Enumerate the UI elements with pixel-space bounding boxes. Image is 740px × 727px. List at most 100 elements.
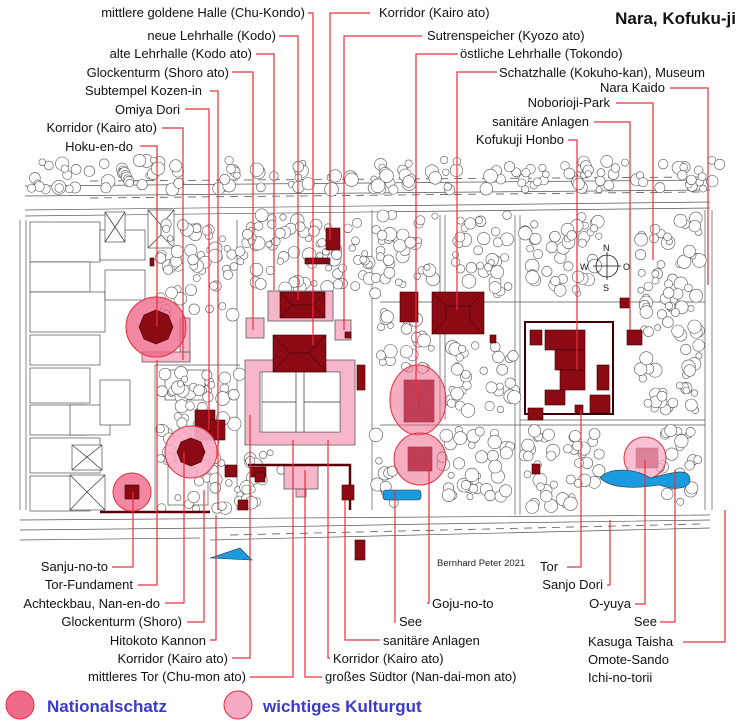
tree-canopy	[184, 284, 197, 296]
tree-canopy	[265, 240, 273, 248]
tree-canopy	[634, 362, 648, 376]
tree-canopy	[643, 326, 654, 338]
leader-lines	[112, 12, 726, 678]
tree-canopy	[475, 450, 488, 464]
label-hitokoto-kannon: Hitokoto Kannon	[110, 633, 206, 648]
compass-east: O	[623, 262, 630, 272]
tree-canopy	[651, 276, 660, 285]
tree-canopy	[504, 377, 516, 389]
tree-canopy	[176, 380, 184, 388]
tree-canopy	[449, 163, 463, 177]
tree-canopy	[400, 323, 413, 335]
tree-canopy	[274, 227, 286, 239]
tree-canopy	[685, 426, 696, 437]
tree-canopy	[637, 286, 645, 294]
label-korridor-sw: Korridor (Kairo ato)	[117, 651, 228, 666]
tree-canopy	[218, 371, 232, 385]
tree-canopy	[511, 167, 522, 178]
tree-canopy	[368, 427, 384, 443]
label-kyozo-ato: Sutrenspeicher (Kyozo ato)	[427, 28, 585, 43]
tree-canopy	[699, 184, 707, 193]
tree-canopy	[461, 274, 477, 289]
label-kodo-ato: alte Lehrhalle (Kodo ato)	[110, 46, 252, 61]
tree-canopy	[638, 177, 648, 187]
tree-canopy	[328, 169, 342, 183]
tree-canopy	[490, 341, 501, 353]
tree-canopy	[525, 270, 540, 285]
tree-canopy	[492, 237, 503, 248]
tree-canopy	[665, 447, 679, 461]
tree-canopy	[352, 217, 362, 228]
tree-canopy	[187, 490, 200, 504]
tree-canopy	[217, 501, 227, 511]
tree-canopy	[259, 450, 268, 459]
tree-canopy	[287, 246, 301, 259]
tree-canopy	[423, 264, 431, 271]
label-see-east: See	[634, 614, 657, 629]
tree-canopy	[156, 454, 165, 463]
tree-canopy	[451, 363, 464, 376]
tree-canopy	[693, 455, 703, 465]
tree-canopy	[417, 333, 431, 348]
tree-canopy	[83, 165, 95, 177]
tree-canopy	[523, 470, 532, 479]
label-nan-dai-mon-ato: großes Südtor (Nan-dai-mon ato)	[325, 669, 516, 684]
tree-canopy	[487, 435, 502, 450]
tree-canopy	[170, 245, 184, 259]
tree-canopy	[377, 323, 385, 331]
tree-canopy	[685, 481, 699, 495]
tree-canopy	[233, 367, 247, 381]
tree-canopy	[573, 478, 583, 488]
tree-canopy	[643, 281, 654, 292]
tree-canopy	[338, 263, 348, 273]
tree-canopy	[44, 160, 54, 171]
tree-canopy	[440, 156, 449, 165]
tree-canopy	[677, 170, 688, 181]
label-tor: Tor	[540, 559, 559, 574]
tree-canopy	[376, 230, 388, 241]
tree-canopy	[402, 175, 415, 188]
tree-canopy	[488, 281, 502, 294]
tree-canopy	[546, 450, 557, 461]
tree-canopy	[490, 227, 501, 237]
label-sanju-no-to: Sanju-no-to	[41, 559, 108, 574]
tree-canopy	[684, 460, 695, 471]
tree-canopy	[499, 484, 513, 498]
tree-canopy	[209, 482, 222, 494]
tree-canopy	[502, 210, 512, 220]
tree-canopy	[169, 159, 183, 173]
tree-canopy	[465, 262, 477, 274]
tree-canopy	[201, 225, 212, 236]
tree-canopy	[249, 162, 264, 177]
tree-canopy	[593, 448, 605, 460]
tree-canopy	[249, 262, 264, 277]
label-honbo: Kofukuji Honbo	[476, 132, 564, 147]
tree-canopy	[549, 480, 558, 489]
tree-canopy	[588, 428, 601, 440]
tree-canopy	[395, 278, 403, 286]
label-korridor-nw: Korridor (Kairo ato)	[46, 120, 157, 135]
tree-canopy	[525, 500, 540, 514]
tree-canopy	[427, 344, 435, 352]
tree-canopy	[538, 163, 547, 172]
tree-canopy	[310, 280, 318, 287]
label-kozen-in: Subtempel Kozen-in	[85, 83, 202, 98]
tree-canopy	[308, 225, 320, 237]
label-kasuga-taisha: Kasuga Taisha	[588, 634, 674, 649]
tree-canopy	[656, 260, 666, 269]
tree-canopy	[690, 389, 699, 397]
tree-canopy	[634, 232, 648, 247]
tree-canopy	[162, 224, 171, 233]
tree-canopy	[255, 182, 266, 193]
tree-canopy	[589, 224, 598, 233]
tree-canopy	[664, 424, 678, 437]
tree-canopy	[563, 496, 578, 511]
tree-canopy	[265, 265, 275, 275]
label-sanjo-dori: Sanjo Dori	[542, 577, 603, 592]
tree-canopy	[674, 434, 689, 449]
tree-canopy	[532, 177, 542, 187]
tree-canopy	[638, 374, 647, 383]
tree-canopy	[517, 178, 527, 188]
tree-canopy	[383, 266, 396, 279]
tree-canopy	[683, 244, 696, 258]
